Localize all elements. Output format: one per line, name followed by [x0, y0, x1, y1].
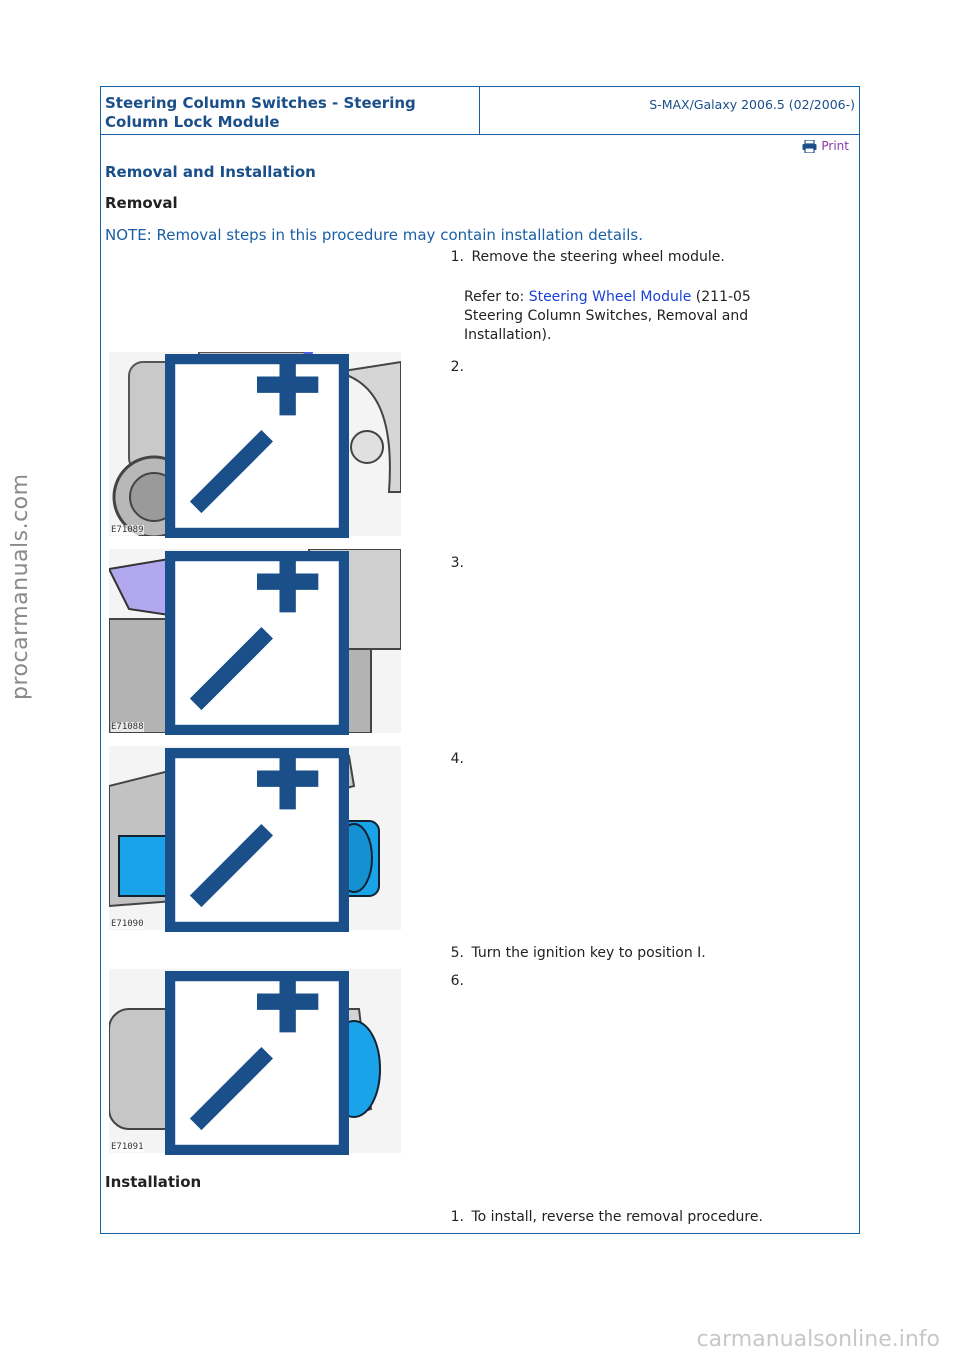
step-number: 6. [450, 973, 464, 989]
step-number: 3. [450, 555, 464, 571]
step-6: 6. [436, 973, 471, 989]
header-divider [479, 87, 480, 134]
step-number: 1. [450, 249, 464, 265]
figure-code: E71088 [111, 722, 144, 732]
print-label: Print [821, 139, 849, 153]
step-3: 3. [436, 555, 471, 571]
step-1-reference: Refer to: Steering Wheel Module (211-05 … [464, 288, 809, 345]
step-text: To install, reverse the removal procedur… [471, 1209, 763, 1225]
figure-step-2: E71089 [109, 352, 403, 538]
step-number: 4. [450, 751, 464, 767]
zoom-icon[interactable] [111, 551, 403, 735]
section-title: Removal and Installation [105, 163, 316, 181]
step-number: 1. [450, 1209, 464, 1225]
step-4: 4. [436, 751, 471, 767]
document-header: Steering Column Switches - Steering Colu… [101, 87, 859, 135]
figure-code: E71091 [111, 1142, 144, 1152]
bottom-watermark: carmanualsonline.info [696, 1327, 940, 1352]
zoom-icon[interactable] [111, 354, 403, 538]
removal-heading: Removal [105, 194, 178, 212]
zoom-icon[interactable] [111, 971, 403, 1155]
zoom-icon[interactable] [111, 748, 403, 932]
document-title: Steering Column Switches - Steering Colu… [105, 94, 416, 131]
printer-icon [802, 139, 817, 153]
figure-step-6: E71091 [109, 969, 403, 1155]
step-text: Remove the steering wheel module. [471, 249, 725, 265]
step-5: 5. Turn the ignition key to position I. [436, 945, 706, 961]
reference-prefix: Refer to: [464, 289, 529, 305]
steering-wheel-module-link[interactable]: Steering Wheel Module [528, 289, 692, 305]
document-frame: Steering Column Switches - Steering Colu… [100, 86, 860, 1234]
vehicle-model: S-MAX/Galaxy 2006.5 (02/2006-) [649, 97, 855, 112]
figure-code: E71089 [111, 525, 144, 535]
removal-note: NOTE: Removal steps in this procedure ma… [105, 226, 643, 244]
reference-suffix: (211-05 Steering Column Switches, Remova… [464, 289, 751, 343]
step-text: Turn the ignition key to position I. [471, 945, 706, 961]
figure-code: E71090 [111, 919, 144, 929]
figure-step-4: E71090 [109, 746, 403, 932]
installation-step-1: 1. To install, reverse the removal proce… [436, 1209, 763, 1225]
step-number: 5. [450, 945, 464, 961]
installation-heading: Installation [105, 1173, 202, 1191]
step-1: 1. Remove the steering wheel module. [436, 249, 725, 265]
site-watermark: procarmanuals.com [8, 473, 33, 700]
figure-step-3: E71088 [109, 549, 403, 735]
print-button[interactable]: Print [802, 139, 849, 153]
step-number: 2. [450, 359, 464, 375]
step-2: 2. [436, 359, 471, 375]
